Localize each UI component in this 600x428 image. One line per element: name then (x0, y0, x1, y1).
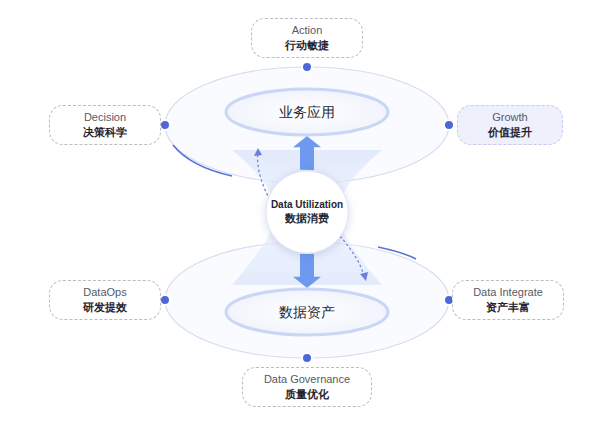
layer-ellipse: 数据资产 (225, 288, 389, 336)
node-title: Data Integrate (473, 285, 543, 300)
node-title: Data Utilization (271, 198, 343, 211)
outer-ellipses (165, 67, 449, 358)
capability-box: Decision决策科学 (49, 105, 161, 145)
hub-circle: Data Utilization数据消费 (265, 170, 349, 254)
capability-box: Growth价值提升 (457, 105, 563, 145)
node-title: DataOps (83, 285, 126, 300)
accent-arcs (173, 145, 416, 259)
node-subtitle: 资产丰富 (486, 300, 530, 315)
node-title: 数据资产 (279, 303, 335, 321)
capability-box: Data Governance质量优化 (242, 367, 372, 407)
node-subtitle: 数据消费 (285, 211, 329, 225)
rim-dots (160, 62, 454, 363)
node-title: Growth (492, 110, 527, 125)
layer-ellipse: 业务应用 (225, 88, 389, 136)
node-subtitle: 质量优化 (285, 387, 329, 402)
hub-shape (265, 170, 349, 254)
node-title: 业务应用 (279, 103, 335, 121)
node-subtitle: 决策科学 (83, 125, 127, 140)
node-title: Data Governance (264, 372, 350, 387)
node-subtitle: 研发提效 (83, 300, 127, 315)
node-subtitle: 价值提升 (488, 125, 532, 140)
flow-arrow (293, 136, 321, 170)
capability-box: DataOps研发提效 (49, 280, 161, 320)
capability-box: Data Integrate资产丰富 (452, 280, 564, 320)
capability-box: Action行动敏捷 (251, 18, 363, 58)
node-title: Action (292, 23, 323, 38)
node-title: Decision (84, 110, 126, 125)
flow-arrow (293, 254, 321, 288)
node-subtitle: 行动敏捷 (285, 38, 329, 53)
